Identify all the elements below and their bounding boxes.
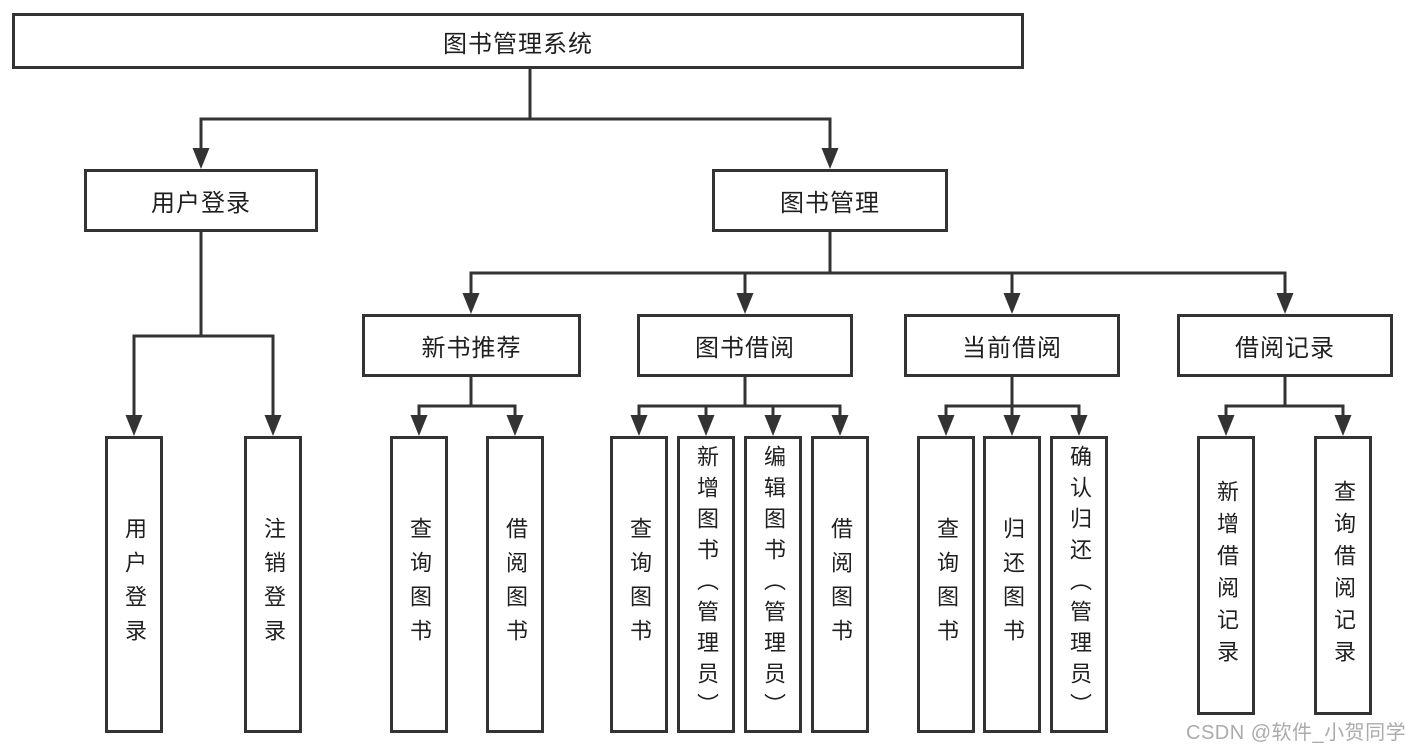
node-leaf-query-borrow-record: 查询借阅记录	[1314, 436, 1372, 715]
arrowhead-icon	[821, 148, 839, 169]
node-leaf-query-books-recommend: 查询图书	[390, 436, 448, 733]
node-user-login: 用户登录	[84, 169, 318, 232]
connector-root-to-level2	[192, 69, 839, 169]
arrowhead-icon	[462, 293, 480, 314]
node-book-management-label: 图书管理	[780, 190, 880, 217]
node-book-management: 图书管理	[712, 169, 948, 232]
node-library-management-system: 图书管理系统	[12, 13, 1024, 69]
node-leaf-query-books-current: 查询图书	[917, 436, 975, 733]
arrowhead-icon	[764, 415, 782, 436]
arrowhead-icon	[410, 415, 428, 436]
connector-borrow-record-to-leaves	[1217, 377, 1352, 436]
node-leaf-user-login: 用户登录	[105, 436, 163, 733]
connector-new-book-recommend-to-leaves	[410, 377, 524, 436]
arrowhead-icon	[1070, 415, 1088, 436]
arrowhead-icon	[630, 415, 648, 436]
connector-book-borrow-to-leaves	[630, 377, 849, 436]
arrowhead-icon	[506, 415, 524, 436]
connector-book-management-to-level3	[462, 232, 1294, 314]
node-borrow-record: 借阅记录	[1177, 314, 1393, 377]
node-leaf-add-book-admin: 新增图书（管理员）	[677, 436, 735, 733]
node-leaf-add-borrow-record: 新增借阅记录	[1197, 436, 1255, 715]
arrowhead-icon	[736, 293, 754, 314]
node-leaf-return-book: 归还图书	[983, 436, 1041, 733]
node-leaf-borrow-books-recommend: 借阅图书	[486, 436, 544, 733]
node-leaf-confirm-return-admin: 确认归还（管理员）	[1050, 436, 1108, 733]
csdn-watermark: CSDN @软件_小贺同学	[1186, 722, 1405, 744]
arrowhead-icon	[697, 415, 715, 436]
arrowhead-icon	[264, 415, 282, 436]
arrowhead-icon	[1003, 415, 1021, 436]
node-current-borrow: 当前借阅	[904, 314, 1120, 377]
arrowhead-icon	[125, 415, 143, 436]
node-book-borrow-label: 图书借阅	[695, 335, 795, 362]
arrowhead-icon	[1003, 293, 1021, 314]
arrowhead-icon	[192, 148, 210, 169]
node-user-login-label: 用户登录	[151, 190, 251, 217]
connector-user-login-to-leaves	[125, 232, 282, 436]
node-leaf-edit-book-admin: 编辑图书（管理员）	[744, 436, 802, 733]
connector-current-borrow-to-leaves	[937, 377, 1088, 436]
node-borrow-record-label: 借阅记录	[1235, 335, 1335, 362]
node-leaf-query-books-borrow: 查询图书	[610, 436, 668, 733]
node-library-management-system-label: 图书管理系统	[443, 30, 593, 58]
arrowhead-icon	[1334, 415, 1352, 436]
node-new-book-recommend-label: 新书推荐	[421, 335, 522, 362]
arrowhead-icon	[937, 415, 955, 436]
node-current-borrow-label: 当前借阅	[962, 335, 1062, 362]
arrowhead-icon	[1276, 293, 1294, 314]
node-leaf-borrow-books: 借阅图书	[811, 436, 869, 733]
arrowhead-icon	[1217, 415, 1235, 436]
arrowhead-icon	[831, 415, 849, 436]
node-book-borrow: 图书借阅	[637, 314, 853, 377]
node-new-book-recommend: 新书推荐	[362, 314, 581, 377]
node-leaf-logout: 注销登录	[244, 436, 302, 733]
